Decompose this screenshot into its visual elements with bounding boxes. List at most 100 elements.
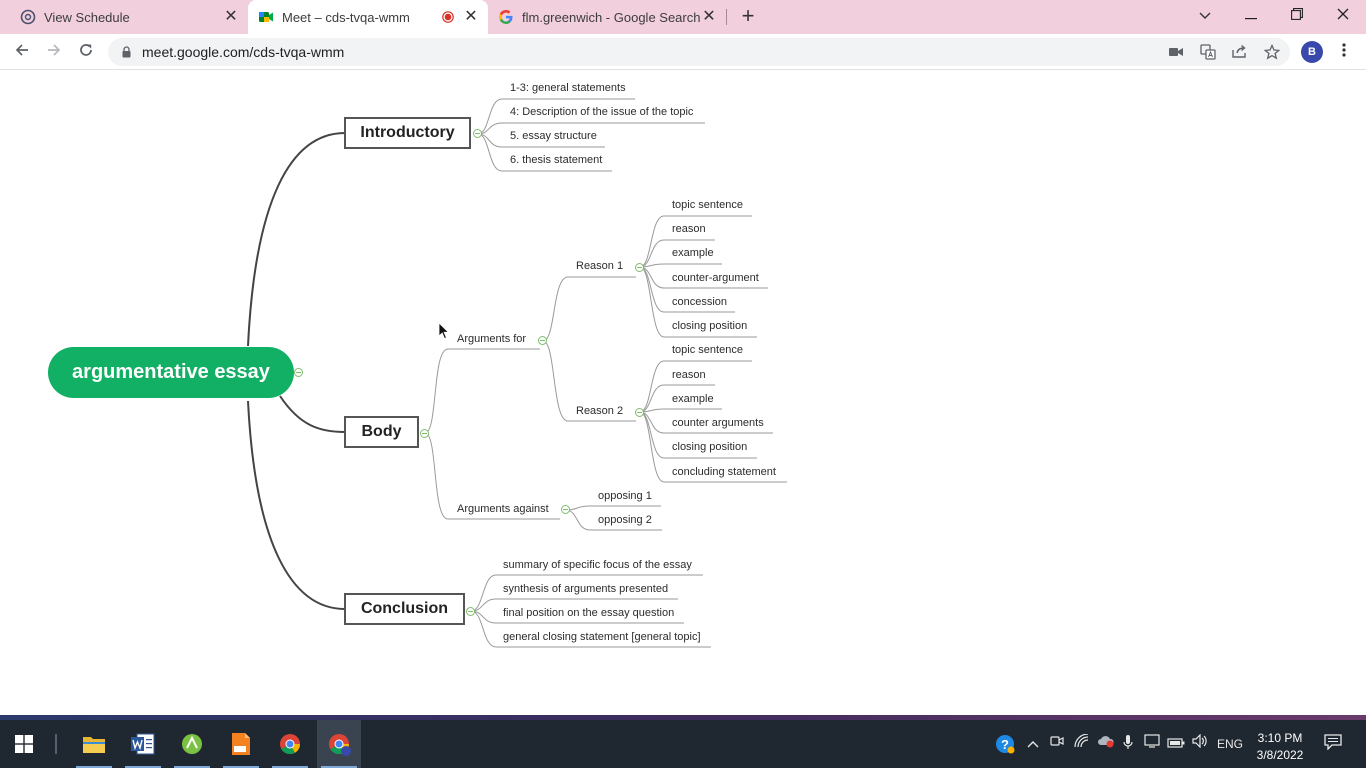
language-indicator[interactable]: ENG [1216,737,1243,751]
node-reason-2[interactable]: Reason 2 [576,405,624,417]
leaf-r1-reason[interactable]: reason [672,223,706,235]
restore-icon [1291,8,1303,20]
collapse-toggle-icon[interactable] [294,368,303,377]
display-tray[interactable] [1142,734,1162,754]
node-arguments-for[interactable]: Arguments for [457,333,527,345]
wifi-icon [1074,733,1089,748]
leaf-r2-reason[interactable]: reason [672,369,706,381]
collapse-toggle-icon[interactable] [561,505,570,514]
node-reason-1[interactable]: Reason 1 [576,260,624,272]
address-bar[interactable]: meet.google.com/cds-tvqa-wmm [108,38,1290,66]
onedrive-tray[interactable] [1096,734,1116,754]
leaf-conclusion-summary[interactable]: summary of specific focus of the essay [503,559,692,571]
connector-for-reason1 [542,276,636,342]
tab-title: Meet – cds-tvqa-wmm [282,9,410,25]
share-icon[interactable] [1232,44,1248,60]
back-button[interactable] [10,40,34,64]
leaf-r1-concession[interactable]: concession [672,296,728,308]
tab-strip: View Schedule ✕ Meet – cds-tvqa-wmm ✕ fl… [0,0,1366,34]
taskbar-word[interactable] [121,720,165,768]
connector-root-body [279,395,346,433]
profile-avatar[interactable]: B [1301,41,1323,63]
taskbar-clock[interactable]: 3:10 PM 3/8/2022 [1250,730,1310,764]
leaf-conclusion-closing-statement[interactable]: general closing statement [general topic… [503,631,701,643]
leaf-r2-concluding-statement[interactable]: concluding statement [672,466,776,478]
leaf-conclusion-synthesis[interactable]: synthesis of arguments presented [503,583,669,595]
collapse-toggle-icon[interactable] [473,129,482,138]
leaf-intro-description[interactable]: 4: Description of the issue of the topic [510,106,694,118]
collapse-toggle-icon[interactable] [538,336,547,345]
star-icon [1263,43,1281,60]
taskbar-chrome[interactable] [268,720,312,768]
leaf-opposing-1[interactable]: opposing 1 [598,490,652,502]
collapse-toggle-icon[interactable] [466,607,475,616]
node-introductory[interactable]: Introductory [344,117,471,149]
tab-google-search[interactable]: flm.greenwich - Google Search ✕ [488,0,726,34]
browser-menu-button[interactable] [1334,40,1354,64]
connector-r1-3 [639,263,722,268]
minimize-button[interactable] [1238,4,1264,28]
restore-button[interactable] [1284,4,1310,28]
taskbar-green-app[interactable] [170,720,214,768]
forward-button[interactable] [42,40,66,64]
tab-separator [726,9,727,25]
monitor-icon [1144,734,1160,748]
action-center-button[interactable] [1322,734,1344,754]
close-tab-icon[interactable]: ✕ [464,8,478,25]
collapse-toggle-icon[interactable] [635,263,644,272]
node-conclusion[interactable]: Conclusion [344,593,465,625]
new-tab-button[interactable]: + [741,3,755,28]
volume-tray[interactable] [1190,733,1210,754]
root-node[interactable]: argumentative essay [48,347,294,398]
leaf-opposing-2[interactable]: opposing 2 [598,514,652,526]
taskbar-pdf-app[interactable] [219,720,263,768]
node-body[interactable]: Body [344,416,419,448]
clock-time: 3:10 PM [1257,731,1303,745]
collapse-toggle-icon[interactable] [420,429,429,438]
leaf-r2-closing-position[interactable]: closing position [672,441,748,453]
connector-for-reason2 [542,340,636,422]
microphone-icon [1123,735,1133,749]
google-meet-icon [259,12,273,22]
leaf-intro-essay-structure[interactable]: 5. essay structure [510,130,597,142]
help-tray-icon[interactable]: ? [994,734,1016,754]
folder-icon [83,737,105,753]
camera-icon[interactable] [1168,44,1184,60]
leaf-intro-general-statements[interactable]: 1-3: general statements [510,82,626,94]
bookmark-star-icon[interactable] [1263,43,1281,60]
close-tab-icon[interactable]: ✕ [702,8,716,25]
leaf-r2-topic-sentence[interactable]: topic sentence [672,344,743,356]
connector-root-introductory [247,132,346,347]
close-window-button[interactable] [1330,4,1356,28]
tab-view-schedule[interactable]: View Schedule ✕ [8,0,248,34]
reload-button[interactable] [74,40,98,64]
tab-search-chevron-icon[interactable] [1192,4,1218,28]
tab-google-meet[interactable]: Meet – cds-tvqa-wmm ✕ [248,0,488,34]
recording-icon [442,11,454,23]
wifi-tray[interactable] [1072,733,1092,754]
show-hidden-icons[interactable] [1024,734,1042,754]
taskbar-divider [55,734,57,754]
leaf-r2-counter-arguments[interactable]: counter arguments [672,417,764,429]
translate-icon[interactable] [1200,44,1216,60]
node-arguments-against[interactable]: Arguments against [457,503,549,515]
taskbar-file-explorer[interactable] [72,720,116,768]
taskbar-chrome-profile[interactable] [317,720,361,768]
collapse-toggle-icon[interactable] [635,408,644,417]
leaf-r1-example[interactable]: example [672,247,714,259]
share-arrow-icon [1232,44,1246,58]
leaf-r1-closing-position[interactable]: closing position [672,320,748,332]
leaf-conclusion-final-position[interactable]: final position on the essay question [503,607,675,619]
app-green-icon [182,734,202,754]
start-button[interactable] [2,720,46,768]
battery-tray[interactable] [1166,734,1186,754]
meet-now-tray[interactable] [1048,734,1066,754]
leaf-r1-counter-argument[interactable]: counter-argument [672,272,759,284]
close-tab-icon[interactable]: ✕ [224,8,238,25]
leaf-r1-topic-sentence[interactable]: topic sentence [672,199,743,211]
leaf-intro-thesis[interactable]: 6. thesis statement [510,154,603,166]
arrow-right-icon [48,44,61,56]
microphone-tray[interactable] [1120,734,1136,754]
lock-icon [122,46,131,58]
leaf-r2-example[interactable]: example [672,393,714,405]
